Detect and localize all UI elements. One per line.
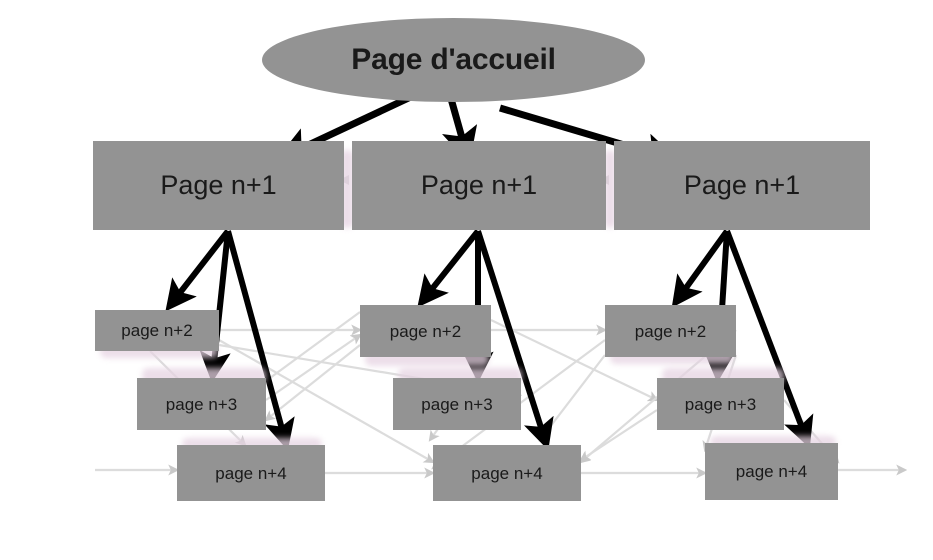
faint-connector-line — [579, 409, 658, 462]
faint-connector-line — [264, 344, 361, 422]
branch-arrow — [724, 229, 814, 449]
branch-arrow — [475, 230, 554, 451]
node-level2-7[interactable]: page n+2 — [605, 305, 736, 357]
faint-connector-line — [265, 333, 362, 401]
branch-arrow — [225, 230, 295, 451]
node-level2-9[interactable]: page n+4 — [705, 443, 838, 500]
node-level1-1[interactable]: Page n+1 — [93, 141, 344, 230]
node-level2-4[interactable]: page n+2 — [360, 305, 491, 357]
node-level1-2[interactable]: Page n+1 — [352, 141, 606, 230]
node-level1-3[interactable]: Page n+1 — [614, 141, 870, 230]
faint-connector-line — [218, 339, 435, 464]
node-root-page-accueil[interactable]: Page d'accueil — [262, 18, 645, 102]
node-halo — [604, 150, 616, 228]
branch-arrow — [417, 229, 481, 308]
node-level2-1[interactable]: page n+2 — [95, 310, 219, 351]
node-level2-5[interactable]: page n+3 — [393, 378, 521, 430]
branch-arrow — [671, 229, 730, 308]
branch-arrow — [165, 229, 231, 312]
node-level2-2[interactable]: page n+3 — [137, 378, 266, 430]
node-level2-3[interactable]: page n+4 — [177, 445, 325, 501]
faint-connector-line — [538, 354, 606, 442]
node-level2-6[interactable]: page n+4 — [433, 445, 581, 501]
node-level2-8[interactable]: page n+3 — [657, 378, 784, 430]
faint-connector-line — [490, 319, 659, 402]
